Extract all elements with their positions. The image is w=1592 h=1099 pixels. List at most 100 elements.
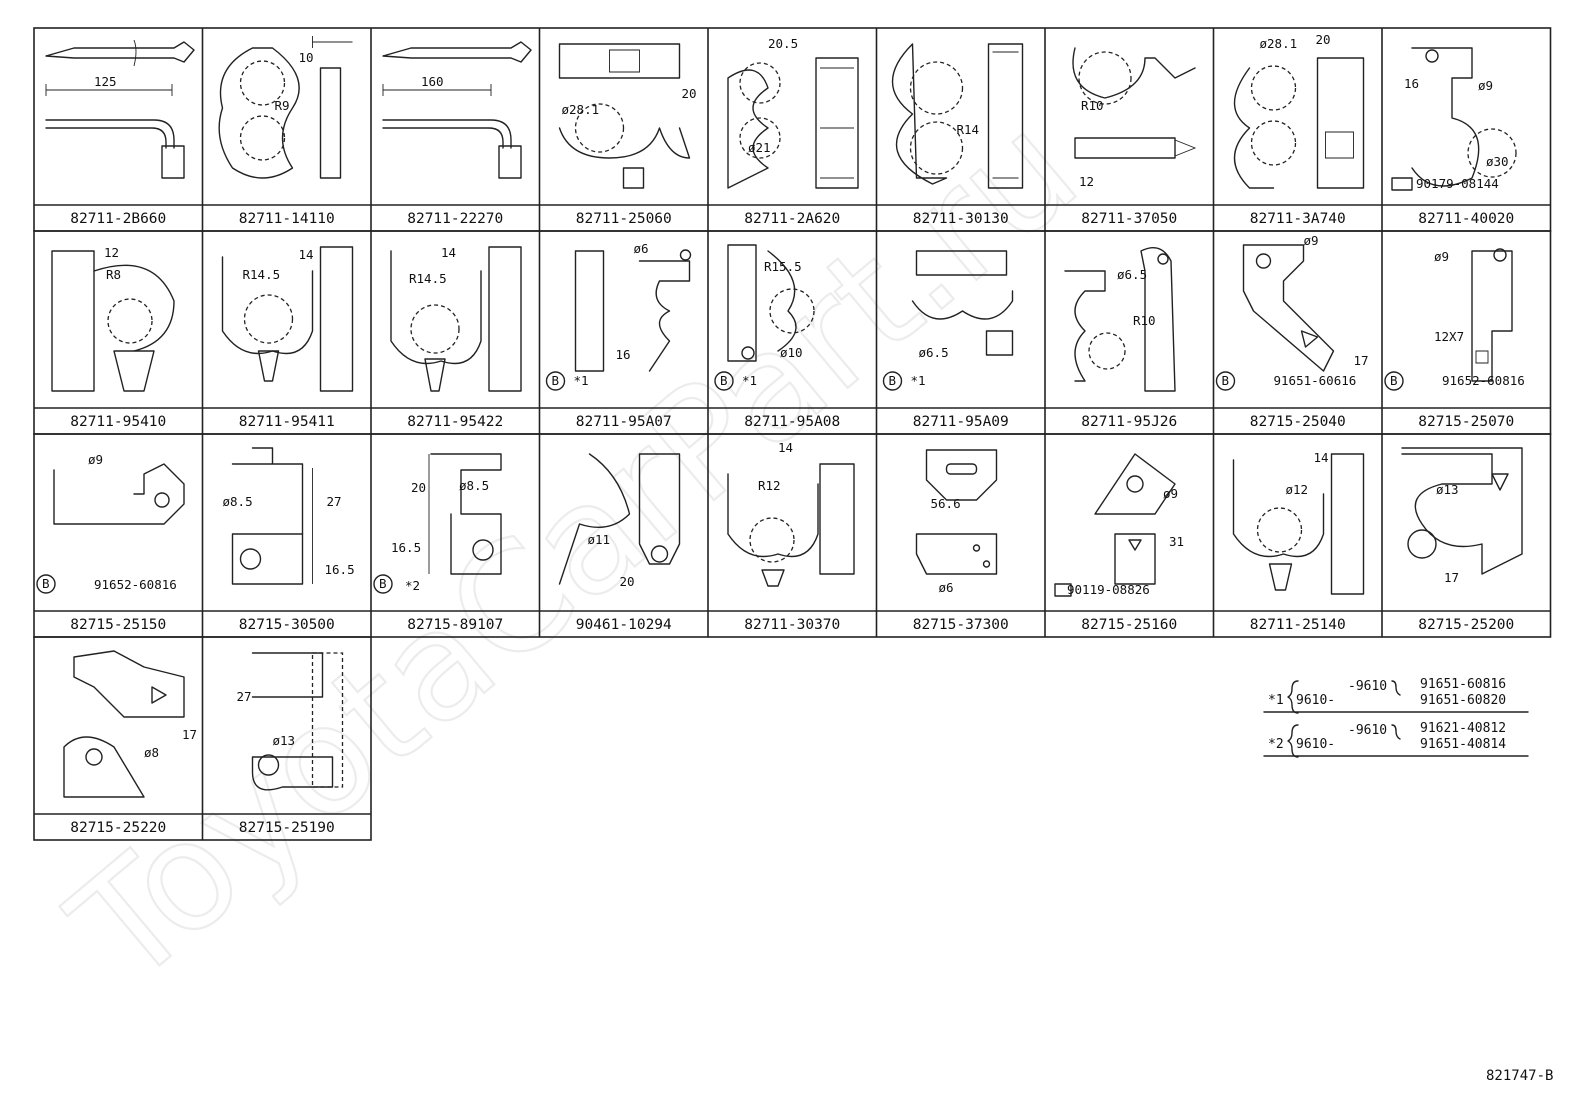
dimension-label: 12 [1079,174,1094,189]
b-symbol-icon [714,371,734,391]
part-number-label[interactable]: 82711-95410 [70,414,166,430]
part-drawing-stroke [1054,583,1072,597]
part-drawing-stroke [63,736,145,798]
part-number-label[interactable]: 82711-95J26 [1081,414,1177,430]
part-drawing-stroke [498,145,522,179]
part-number-label[interactable]: 82711-30370 [744,617,840,633]
b-symbol-icon [373,574,393,594]
dimension-label: 20 [682,86,697,101]
part-number-label[interactable]: 82711-25060 [576,211,672,227]
part-drawing-stroke [312,36,353,48]
part-drawing-circle [154,492,170,508]
part-number-label[interactable]: 82711-95A08 [744,414,840,430]
part-number-label[interactable]: 82711-22270 [407,211,503,227]
part-drawing-circle [239,548,262,570]
part-number-label[interactable]: 82711-14110 [239,211,335,227]
part-drawing-stroke [911,290,1014,320]
dimension-label: 12 [104,245,119,260]
dimension-label: ø6.5 [919,345,949,360]
part-drawing-stroke [1475,350,1489,364]
part-number-label[interactable]: 82715-25220 [70,820,166,836]
part-number-label[interactable]: 82715-89107 [407,617,503,633]
part-number-label[interactable]: 82715-25200 [1418,617,1514,633]
part-drawing-stroke [915,533,998,575]
part-drawing-stroke [987,43,1024,189]
part-number-label[interactable]: 82715-25070 [1418,414,1514,430]
part-number-label[interactable]: 82711-95422 [407,414,503,430]
part-drawing-stroke [1174,139,1197,157]
part-number-label[interactable]: 82711-95A09 [913,414,1009,430]
part-drawing-circle [1256,507,1303,553]
part-drawing-stroke [1064,270,1106,382]
part-drawing [221,246,354,392]
dimension-label: *2 [405,578,420,593]
part-number-label[interactable]: 82711-40020 [1418,211,1514,227]
part-number-label[interactable]: 82711-95A07 [576,414,672,430]
dimension-label: ø21 [748,140,771,155]
footnote-row-1: *1 -9610 9610- 91651-60816 91651-60820 [1263,677,1529,714]
part-drawing-stroke [424,358,446,392]
part-drawing-stroke [1114,533,1156,585]
part-number-label[interactable]: 82711-30130 [913,211,1009,227]
part-drawing-stroke [251,652,324,698]
part-drawing-circle [1493,248,1507,262]
part-number-label[interactable]: 90461-10294 [576,617,672,633]
part-number-label[interactable]: 82711-2A620 [744,211,840,227]
part-drawing-stroke [231,533,304,585]
dimension-label: ø10 [780,345,803,360]
part-number-label[interactable]: 82715-25160 [1081,617,1177,633]
dimension-label: 31 [1169,534,1184,549]
part-drawing-circle [650,545,669,563]
part-number-label[interactable]: 82711-3A740 [1250,211,1346,227]
part-drawing-stroke [45,41,195,63]
part-number-label[interactable]: 82715-30500 [239,617,335,633]
part-number-label[interactable]: 82715-25150 [70,617,166,633]
part-drawing-circle [239,60,286,106]
part-drawing-circle [909,61,964,115]
part-number-label[interactable]: 82711-25140 [1250,617,1346,633]
part-drawing-circle [1255,253,1272,269]
part-drawing-stroke [430,453,502,575]
part-number-label[interactable]: 82711-95411 [239,414,335,430]
part-number-label[interactable]: 82715-37300 [913,617,1009,633]
part-number-label[interactable]: 82715-25190 [239,820,335,836]
part-number-label[interactable]: 82711-37050 [1081,211,1177,227]
dimension-label: R10 [1133,313,1156,328]
dimension-label: *1 [574,373,589,388]
part-number-label[interactable]: 82715-25040 [1250,414,1346,430]
part-drawing-stroke [820,67,854,179]
part-number-label[interactable]: 82711-2B660 [70,211,166,227]
dimension-label: 91652-60816 [1442,373,1525,388]
b-symbol-letter: B [42,576,50,591]
